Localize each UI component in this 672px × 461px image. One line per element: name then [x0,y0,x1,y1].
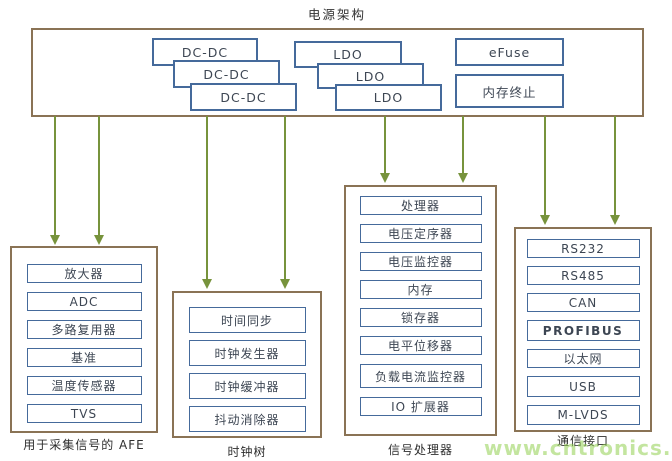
block-memory: 内存 [359,280,482,299]
block-usb: USB [526,376,640,397]
group-comm-interface: RS232 RS485 CAN PROFIBUS 以太网 USB M-LVDS [514,227,652,432]
block-time-sync: 时间同步 [188,307,306,333]
caption-afe: 用于采集信号的 AFE [23,438,145,452]
block-memory-termination: 内存终止 [455,74,564,108]
block-processor: 处理器 [359,196,482,215]
block-clock-buffer: 时钟缓冲器 [188,373,306,399]
block-load-current-monitor: 负载电流监控器 [359,364,482,388]
block-jitter-cleaner: 抖动消除器 [188,406,306,432]
block-multiplexer: 多路复用器 [26,320,142,339]
block-rs232: RS232 [526,239,640,258]
block-adc: ADC [26,292,142,311]
group-clock-tree: 时间同步 时钟发生器 时钟缓冲器 抖动消除器 [172,291,322,438]
block-amplifier: 放大器 [26,264,142,283]
block-ldo-3: LDO [335,84,442,111]
block-io-expander: IO 扩展器 [359,397,482,416]
block-latch: 锁存器 [359,308,482,327]
caption-clock-tree: 时钟树 [227,445,267,459]
group-afe: 放大器 ADC 多路复用器 基准 温度传感器 TVS [10,246,158,433]
block-level-shifter: 电平位移器 [359,336,482,355]
block-profibus: PROFIBUS [526,320,640,341]
block-rs485: RS485 [526,266,640,285]
block-voltage-sequencer: 电压定序器 [359,224,482,243]
block-can: CAN [526,293,640,312]
block-ethernet: 以太网 [526,349,640,368]
block-temp-sensor: 温度传感器 [26,376,142,395]
caption-comm-interface: 通信接口 [556,434,609,448]
block-mlvds: M-LVDS [526,405,640,425]
block-dcdc-3: DC-DC [190,83,297,111]
group-signal-processor: 处理器 电压定序器 电压监控器 内存 锁存器 电平位移器 负载电流监控器 IO … [344,185,497,436]
block-voltage-monitor: 电压监控器 [359,252,482,271]
diagram-title: 电源架构 [307,7,366,22]
caption-signal-processor: 信号处理器 [387,443,453,457]
block-efuse: eFuse [455,38,564,66]
block-tvs: TVS [26,404,142,423]
block-clock-generator: 时钟发生器 [188,340,306,366]
block-reference: 基准 [26,348,142,367]
